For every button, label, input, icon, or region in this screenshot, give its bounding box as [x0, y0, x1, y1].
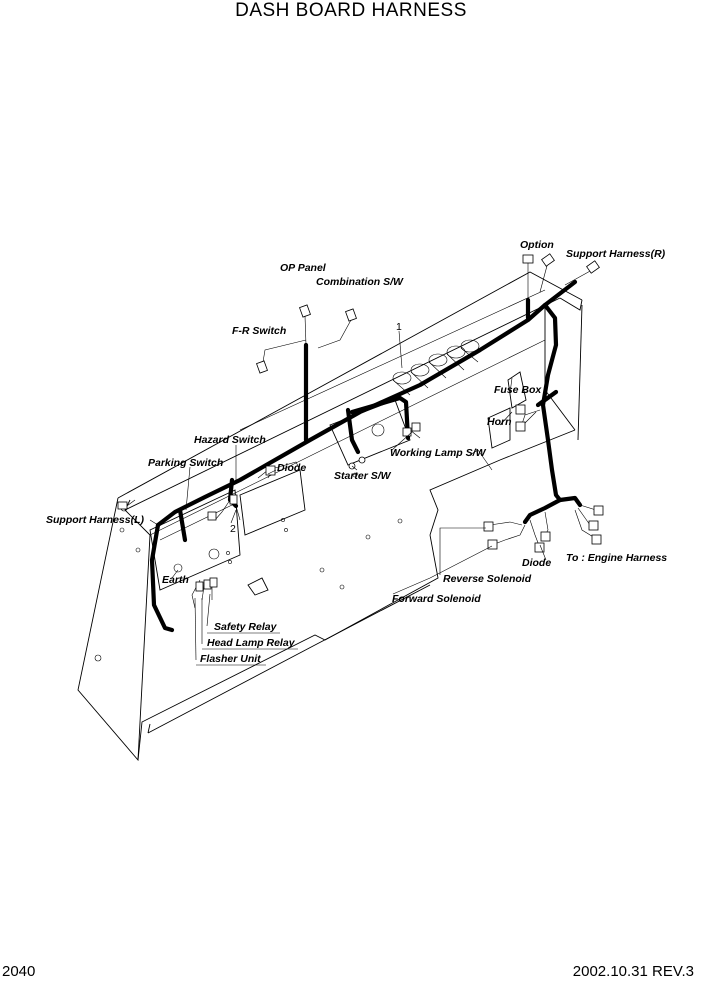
label-starter-sw: Starter S/W	[334, 470, 392, 482]
revision-date: 2002.10.31 REV.3	[572, 963, 694, 980]
label-head-lamp-relay: Head Lamp Relay	[207, 637, 296, 649]
label-option: Option	[520, 239, 554, 251]
label-diode-left: Diode	[277, 462, 306, 474]
label-fuse-box: Fuse Box	[494, 384, 542, 396]
label-f-r-switch: F-R Switch	[232, 325, 286, 337]
page-title: DASH BOARD HARNESS	[235, 0, 467, 21]
connector-boxes	[117, 253, 604, 592]
harness-wires	[149, 279, 583, 633]
label-hazard-switch: Hazard Switch	[194, 434, 266, 446]
label-item-2: 2	[230, 523, 236, 535]
label-support-harness-r: Support Harness(R)	[566, 248, 666, 260]
label-item-1: 1	[396, 321, 402, 333]
label-horn: Horn	[487, 416, 512, 428]
label-flasher-unit: Flasher Unit	[200, 653, 261, 665]
dash-panel-outline	[77, 271, 583, 762]
label-earth: Earth	[162, 574, 189, 586]
label-support-harness-l: Support Harness(L)	[46, 514, 145, 526]
label-op-panel: OP Panel	[280, 262, 327, 274]
label-forward-solenoid: Forward Solenoid	[392, 593, 481, 605]
branch-leads	[123, 260, 597, 609]
label-diode-right: Diode	[522, 557, 551, 569]
label-safety-relay: Safety Relay	[214, 621, 278, 633]
leader-lines	[149, 330, 547, 666]
label-reverse-solenoid: Reverse Solenoid	[443, 573, 532, 585]
label-parking-switch: Parking Switch	[148, 457, 223, 469]
page-number: 2040	[2, 963, 36, 980]
callout-labels: Option Support Harness(R) OP Panel Combi…	[46, 239, 667, 665]
label-combination-sw: Combination S/W	[316, 276, 404, 288]
label-working-lamp-sw: Working Lamp S/W	[390, 447, 487, 459]
label-to-engine-harness: To : Engine Harness	[566, 552, 667, 564]
